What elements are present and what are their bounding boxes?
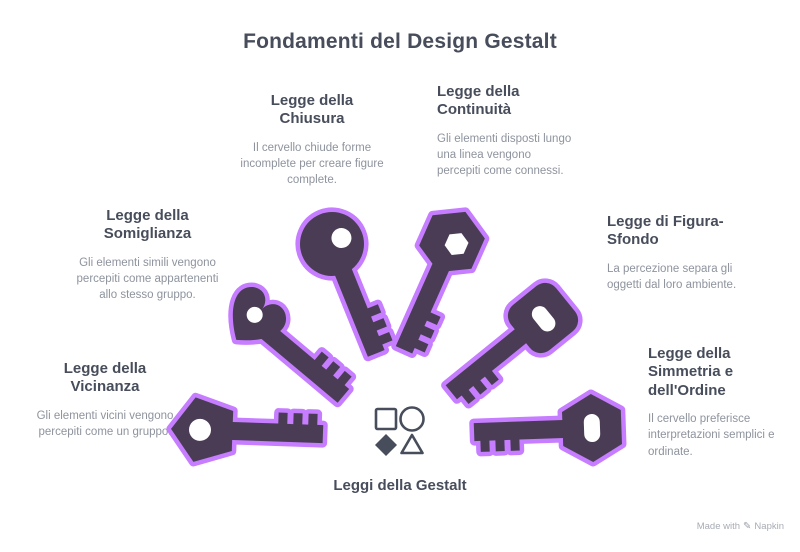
law-body-figura-sfondo: La percezione separa gli oggetti dal lor… — [607, 262, 737, 291]
watermark: Made with ✎ Napkin — [697, 521, 784, 532]
key-rounded-square-icon — [414, 255, 607, 435]
keyhole — [189, 418, 212, 441]
key-round-svg — [295, 207, 397, 362]
law-body-somiglianza: Gli elementi simili vengono percepiti co… — [76, 256, 219, 302]
square-icon — [374, 407, 398, 431]
triangle-icon — [400, 433, 424, 455]
keyhole — [444, 233, 469, 255]
key-hexagon-svg — [391, 207, 490, 358]
law-block-figura-sfondo: Legge di Figura- Sfondo La percezione se… — [607, 213, 757, 293]
keyhole — [583, 414, 601, 442]
key-hexagon2-icon — [461, 381, 639, 477]
key-heart-icon — [190, 257, 382, 438]
law-heading-chiusura: Legge della Chiusura — [270, 92, 354, 128]
key-round-icon — [273, 185, 422, 381]
law-heading-somiglianza: Legge della Somiglianza — [103, 207, 192, 243]
law-heading-figura-sfondo: Legge di Figura- Sfondo — [607, 213, 724, 249]
center-label: Leggi della Gestalt — [333, 477, 467, 494]
law-body-chiusura: Il cervello chiude forme incomplete per … — [240, 141, 384, 187]
law-heading-vicinanza: Legge della Vicinanza — [63, 360, 147, 396]
law-body-vicinanza: Gli elementi vicini vengono percepiti co… — [36, 409, 174, 438]
law-block-vicinanza: Legge della Vicinanza Gli elementi vicin… — [32, 360, 178, 440]
law-heading-simmetria: Legge della Simmetria e dell'Ordine — [648, 345, 734, 399]
gestalt-shapes-svg — [374, 406, 425, 456]
law-heading-continuita: Legge della Continuità — [437, 83, 520, 119]
key-hexagon-icon — [358, 183, 511, 379]
diamond-icon — [375, 434, 397, 456]
key-rounded-square-svg — [441, 278, 583, 409]
law-block-simmetria: Legge della Simmetria e dell'Ordine Il c… — [648, 345, 780, 460]
watermark-brand: Napkin — [754, 521, 784, 532]
keyhole — [246, 306, 263, 323]
key-pentagon-svg — [166, 392, 328, 467]
keyhole — [331, 228, 352, 249]
page-title: Fondamenti del Design Gestalt — [243, 30, 557, 53]
keyhole — [531, 306, 556, 332]
law-body-continuita: Gli elementi disposti lungo una linea ve… — [437, 132, 572, 178]
law-block-somiglianza: Legge della Somiglianza Gli elementi sim… — [70, 207, 225, 304]
key-heart-svg — [228, 282, 357, 408]
pen-icon: ✎ — [743, 521, 752, 532]
circle-icon — [399, 406, 425, 432]
law-block-chiusura: Legge della Chiusura Il cervello chiude … — [232, 92, 392, 189]
law-body-simmetria: Il cervello preferisce interpretazioni s… — [648, 412, 775, 458]
watermark-prefix: Made with — [696, 521, 741, 532]
law-block-continuita: Legge della Continuità Gli elementi disp… — [437, 83, 575, 180]
key-hexagon2-svg — [469, 389, 627, 467]
key-pentagon-icon — [158, 383, 336, 479]
gestalt-shapes-cluster — [371, 401, 429, 468]
